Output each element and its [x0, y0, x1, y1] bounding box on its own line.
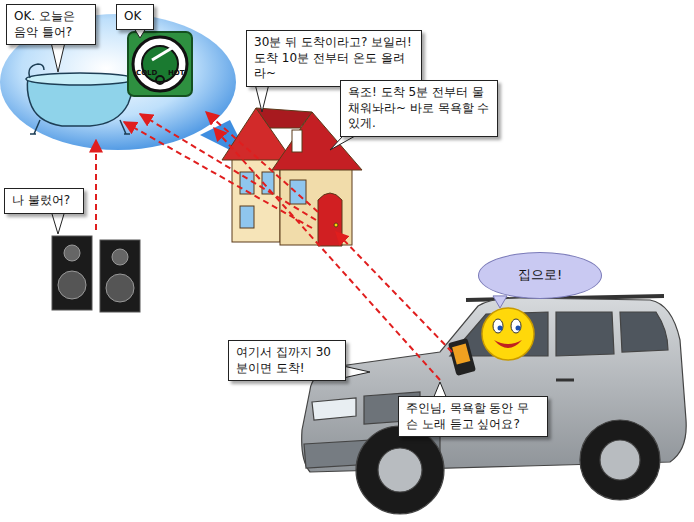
callout-tail — [255, 84, 269, 112]
car — [302, 296, 687, 514]
speech-callout: 주인님, 목욕할 동안 무슨 노래 듣고 싶어요? — [398, 396, 548, 437]
callout-tail — [343, 366, 370, 378]
speech-callout: 여기서 집까지 30분이면 도착! — [228, 340, 346, 381]
callout-text: 여기서 집까지 30분이면 도착! — [236, 345, 338, 376]
speech-callout: 욕조! 도착 5분 전부터 물 채워놔라~ 바로 목욕할 수 있게. — [340, 80, 498, 137]
speech-ellipse: 집으로! — [478, 252, 602, 299]
callout-tail — [51, 42, 65, 72]
callout-tail — [493, 296, 507, 308]
thermostat — [128, 32, 192, 96]
callout-tail — [51, 211, 65, 234]
phone — [448, 338, 476, 376]
callout-text: OK — [124, 9, 146, 25]
callout-text: 욕조! 도착 5분 전부터 물 채워놔라~ 바로 목욕할 수 있게. — [348, 85, 490, 132]
speakers — [52, 236, 140, 312]
speech-callout: 30분 뒤 도착이라고? 보일러! 도착 10분 전부터 온도 올려라~ — [246, 30, 422, 87]
bathtub — [26, 64, 134, 134]
speech-callout: OK — [116, 4, 154, 30]
callout-text: 나 불렀어? — [12, 193, 76, 209]
dial-label: HOT — [168, 70, 185, 77]
callout-text: 주인님, 목욕할 동안 무슨 노래 듣고 싶어요? — [406, 401, 540, 432]
smiley — [482, 308, 534, 360]
callout-text: 30분 뒤 도착이라고? 보일러! 도착 10분 전부터 온도 올려라~ — [254, 35, 414, 82]
dial-label: COLD — [136, 70, 157, 77]
speech-callout: OK. 오늘은 음악 틀어? — [6, 4, 96, 45]
callout-text: 집으로! — [489, 267, 591, 284]
speech-callout: 나 불렀어? — [4, 188, 84, 214]
callout-text: OK. 오늘은 음악 틀어? — [14, 9, 88, 40]
